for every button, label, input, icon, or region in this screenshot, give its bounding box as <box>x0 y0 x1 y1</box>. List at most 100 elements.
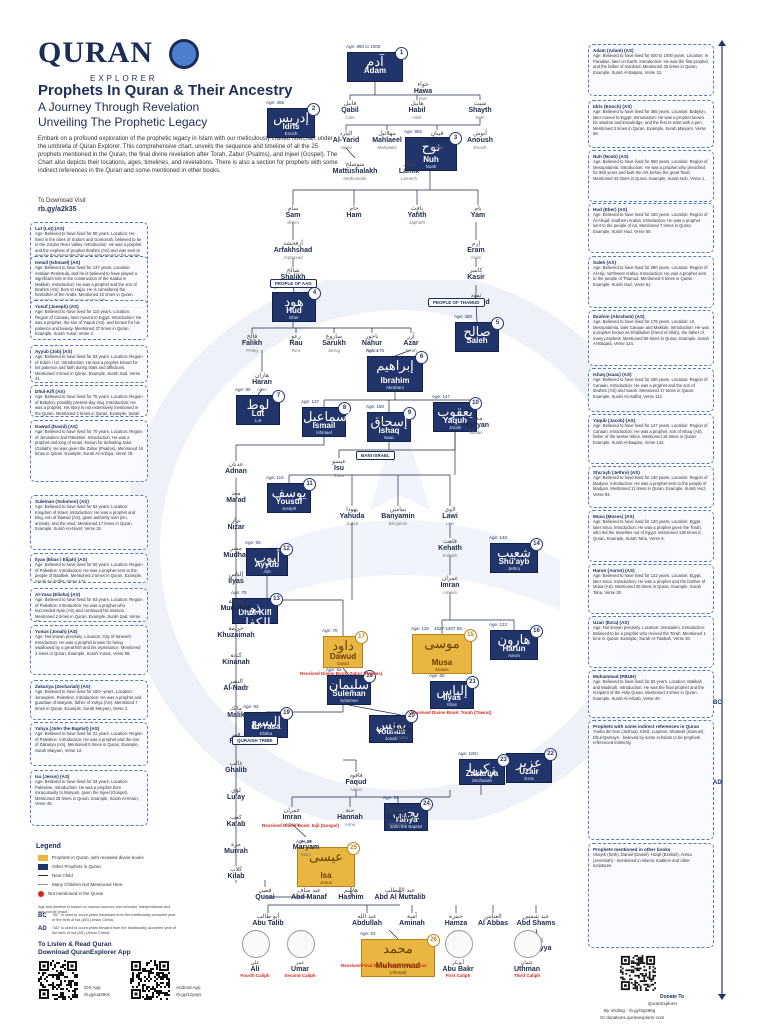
person-name: Nahur <box>361 340 383 347</box>
prophet-arabic-name: موسى <box>424 637 460 652</box>
person-arabic-name: هاران <box>255 372 269 379</box>
tag-bani-israel: BANI ISRAEL <box>356 451 395 460</box>
person-name: Ilyas <box>228 578 244 585</box>
donate-or-link[interactable]: Or donations.quranexplorer.com <box>600 1015 665 1020</box>
prophet-alt-name: Jethro <box>507 566 521 571</box>
prophet-english-name: Muhammad <box>375 961 421 970</box>
caliph-name: Ali <box>250 966 260 973</box>
android-qr-code[interactable] <box>130 960 170 1000</box>
prophet-english-name: Lut <box>251 409 265 418</box>
logo-q-icon <box>169 39 199 69</box>
infobox-heading: Ishaq (Isaac) (AS) <box>593 372 632 377</box>
donate-qr-code[interactable] <box>620 955 656 991</box>
person-name: Imran <box>440 582 460 589</box>
infobox-text: Age: Believed to have lived for 122 year… <box>593 573 706 595</box>
label-isa-book: Received Divine Book: Injil (Gospel) <box>262 823 340 828</box>
legend-label: Many Children Not Mentioned Here <box>52 882 123 887</box>
person-name: Lu'ay <box>226 794 246 801</box>
person-arabic-name: رعو <box>291 333 301 340</box>
caliph-arabic-name: عمر <box>295 960 305 966</box>
person-arabic-name: فاقود <box>349 772 363 779</box>
person-arabic-name: يام <box>474 205 482 212</box>
right-infobox: Prophets with some indirect references i… <box>588 720 714 840</box>
prophet-number: 22 <box>544 748 557 761</box>
person-name: Lawi <box>442 513 458 520</box>
person-name: Kehath <box>438 545 462 552</box>
infobox-text: Age: Believed to have lived for 33 years… <box>35 779 139 807</box>
person-alt-name: Lamech <box>400 176 418 181</box>
prophet-english-name: Yousuf <box>275 497 303 506</box>
right-infobox: Yaqub (Jacob) (AS)Age: Believed to have … <box>588 414 714 464</box>
left-infobox: Ayyub (Job) (AS)Age: Believed to have li… <box>30 345 148 383</box>
ios-app-link[interactable]: rb.gy/oa29ck <box>84 992 110 997</box>
android-app-link[interactable]: rb.gy/1zyays <box>176 992 202 997</box>
donate-visit-link[interactable]: By Visiting - rb.gy/3q396g <box>604 1008 656 1013</box>
left-infobox: Ismail (Ishmael) (AS)Age: Believed to ha… <box>30 256 148 308</box>
download-link[interactable]: rb.gy/a2k35 <box>38 206 77 213</box>
person-name: Mudhar <box>223 552 249 559</box>
person-arabic-name: إرم <box>471 240 481 247</box>
infobox-text: Age: Not known precisely. Location: Jeru… <box>593 625 706 642</box>
infobox-text: Age: Believed to have lived for 175 year… <box>593 319 709 347</box>
prophet-age: Age: 75 <box>231 590 247 595</box>
infobox-text: Shayth (Seth), Danial (Daniel), Hizqil (… <box>593 852 692 869</box>
infobox-heading: Uzair (Ezra) (AS) <box>593 620 629 625</box>
legend-bc-note: "BC" is used to count years backward fro… <box>52 913 176 922</box>
person-alt-name: Jared <box>340 145 352 150</box>
person-alt-name: Kohath <box>442 553 458 558</box>
prophet-arabic-name: هود <box>284 295 304 310</box>
person-name: Kilab <box>227 873 245 880</box>
caliph-calligraphy-icon <box>287 930 315 958</box>
infobox-text: Age: Believed to have lived for 950 year… <box>593 159 708 181</box>
infobox-text: Age: Believed to have lived for 280 year… <box>593 265 708 287</box>
person-name: Ka'ab <box>226 821 246 828</box>
person-name: Hamza <box>444 920 468 927</box>
person-arabic-name: آزر <box>407 333 415 340</box>
person-name: Isu <box>333 465 345 472</box>
legend-swatch <box>38 874 48 877</box>
person-arabic-name: حام <box>349 205 359 212</box>
prophet-arabic-name: داود <box>332 639 354 654</box>
person-arabic-name: يهوذا <box>346 506 358 513</box>
prophet-age: Age: 100+ <box>458 751 479 756</box>
prophet-arabic-name: محمد <box>383 942 413 957</box>
person-alt-name: Arphaxad <box>283 255 303 260</box>
person-alt-name: Reu <box>291 348 301 353</box>
infobox-heading: Ayyub (Job) (AS) <box>35 349 73 354</box>
person-name: Abu Talib <box>252 920 284 927</box>
person-name: Qabil <box>341 107 359 114</box>
infobox-text: Age: Not known precisely. Location: City… <box>35 634 141 656</box>
prophet-number: 17 <box>355 631 368 644</box>
right-infobox: Uzair (Ezra) (AS)Age: Not known precisel… <box>588 616 714 668</box>
prophet-age: Age: 122 <box>489 622 508 627</box>
person-name: Ghalib <box>225 767 247 774</box>
prophet-arabic-name: يعقوب <box>437 405 473 420</box>
person-arabic-name: كلاب <box>229 866 243 873</box>
prophet-alt-name: Jacob <box>448 425 461 430</box>
ios-qr-code[interactable] <box>38 960 78 1000</box>
prophet-english-name: Hud <box>286 306 302 315</box>
person-arabic-name: هاشم <box>343 887 359 894</box>
person-name: Aminah <box>399 920 425 927</box>
legend-item: Not mentioned in the Quran <box>38 891 103 897</box>
person-arabic-name: حمزة <box>449 913 463 920</box>
person-arabic-name: كعب <box>230 814 242 821</box>
prophet-english-name: Harun <box>502 644 526 653</box>
